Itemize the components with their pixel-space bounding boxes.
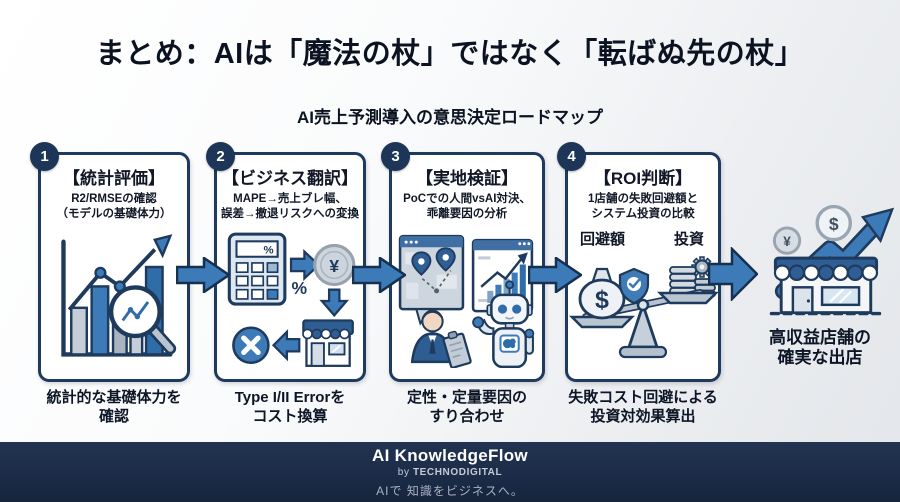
- step-caption-line: すり合わせ: [429, 407, 505, 425]
- step-description-line: R2/RMSEの確認: [71, 193, 157, 205]
- cross-circle-icon: [232, 326, 270, 365]
- step-caption-line: 統計的な基礎体力を: [46, 389, 182, 406]
- step-description-line: 乖離要因の分析: [426, 207, 508, 220]
- step-number-badge: 3: [381, 142, 410, 171]
- consultant-icon: [410, 309, 472, 368]
- step-description-line: （モデルの基礎体力）: [56, 207, 172, 220]
- by-label: by: [397, 466, 410, 478]
- step-description-line: システム投資の比較: [591, 207, 695, 220]
- step-description: R2/RMSEの確認 （モデルの基礎体力）: [41, 192, 187, 222]
- final-flow-arrow-icon: [708, 247, 758, 301]
- step-box-2: 2 【ビジネス翻訳】 MAPE→売上ブレ幅、 誤差→撤退リスクへの変換 % % …: [206, 142, 366, 382]
- dollar-glyph: $: [595, 286, 609, 314]
- step-box-4: 4 【ROI判断】 1店舗の失敗回避額と システム投資の比較 回避額 投資: [557, 142, 721, 382]
- storefront-growth-icon: ¥ $: [769, 204, 895, 316]
- step-caption-line: Type I/II Errorを: [234, 389, 346, 406]
- step-number-badge: 1: [30, 142, 59, 171]
- bar-chart-magnifier-icon: [61, 234, 177, 357]
- yen-coin-glyph: ¥: [783, 234, 791, 249]
- human-vs-ai-icon: [398, 234, 535, 368]
- step-box-1: 1 【統計評価】 R2/RMSEの確認 （モデルの基礎体力）: [30, 142, 190, 382]
- step-box-3: 3 【実地検証】 PoCでの人間vsAI対決、 乖離要因の分析: [381, 142, 545, 382]
- outcome-text-line: 高収益店舗の: [769, 328, 871, 347]
- step-caption-line: 確認: [98, 407, 129, 425]
- step-caption-line: 投資対効果算出: [590, 407, 696, 425]
- step-description-line: PoCでの人間vsAI対決、: [403, 193, 531, 205]
- step-caption: 統計的な基礎体力を 確認: [14, 389, 214, 427]
- shield-check-icon: [618, 267, 650, 305]
- step-icon-area: 回避額 投資: [568, 228, 718, 374]
- step-icon-area: % % ¥: [217, 228, 363, 374]
- step-description: MAPE→売上ブレ幅、 誤差→撤退リスクへの変換: [217, 192, 363, 222]
- step-caption-line: 失敗コスト回避による: [568, 389, 718, 406]
- mini-store-icon: [302, 319, 354, 367]
- step-description-line: MAPE→売上ブレ幅、: [233, 193, 347, 205]
- flow-arrow-icon: [528, 257, 582, 293]
- step-heading: 【統計評価】: [63, 169, 165, 188]
- flow-arrow-icon: [176, 257, 230, 293]
- step-number-badge: 4: [557, 142, 586, 171]
- step-description: PoCでの人間vsAI対決、 乖離要因の分析: [392, 192, 542, 222]
- step-heading: 【ROI判断】: [593, 169, 693, 188]
- money-bag-icon: $: [578, 267, 626, 320]
- step-caption: 定性・定量要因の すり合わせ: [367, 389, 567, 427]
- balance-scale-icon: $: [568, 256, 718, 359]
- step-description-line: 1店舗の失敗回避額と: [588, 193, 698, 205]
- step-description-line: 誤差→撤退リスクへの変換: [221, 207, 359, 220]
- robot-icon: [472, 280, 535, 368]
- step-caption: Type I/II Errorを コスト換算: [190, 389, 390, 427]
- avoided-cost-label: 回避額: [580, 231, 626, 248]
- brand-name: AI KnowledgeFlow: [372, 445, 528, 465]
- step-description: 1店舗の失敗回避額と システム投資の比較: [568, 192, 718, 222]
- step-caption-line: 定性・定量要因の: [406, 389, 527, 406]
- company-name: TECHNODIGITAL: [412, 466, 503, 478]
- dollar-coin-glyph: $: [829, 214, 839, 234]
- brand-byline: by TECHNODIGITAL: [398, 467, 502, 478]
- step-icon-area: [41, 228, 187, 374]
- calc-percent-glyph: %: [263, 245, 273, 257]
- step-heading: 【ビジネス翻訳】: [222, 169, 358, 188]
- outcome-text: 高収益店舗の 確実な出店: [730, 328, 900, 369]
- step-number-badge: 2: [206, 142, 235, 171]
- calculator-yen-store-icon: % % ¥: [227, 232, 356, 367]
- step-caption-line: コスト換算: [252, 407, 328, 425]
- outcome-text-line: 確実な出店: [777, 348, 863, 368]
- page-title: まとめ：AIは「魔法の杖」ではなく「転ばぬ先の杖」: [95, 38, 805, 70]
- map-panel-icon: [398, 234, 465, 326]
- yen-glyph: ¥: [329, 256, 339, 276]
- step-icon-area: [392, 228, 542, 374]
- brand-tagline: AIで 知識をビジネスへ。: [376, 483, 524, 498]
- step-caption: 失敗コスト回避による 投資対効果算出: [543, 389, 743, 427]
- step-heading: 【実地検証】: [416, 169, 518, 188]
- footer-banner: AI KnowledgeFlow by TECHNODIGITAL AIで 知識…: [0, 442, 900, 502]
- page-subtitle: AI売上予測導入の意思決定ロードマップ: [297, 108, 603, 127]
- flow-arrow-icon: [352, 257, 406, 293]
- investment-label: 投資: [673, 231, 704, 248]
- percent-glyph: %: [291, 278, 307, 298]
